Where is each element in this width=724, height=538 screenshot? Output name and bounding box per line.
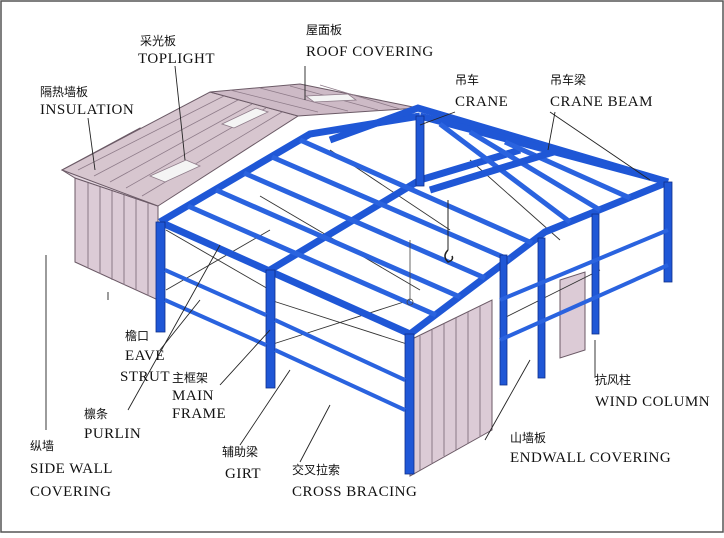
label-toplight-zh: 采光板 (140, 34, 176, 48)
label-girt-en: GIRT (225, 466, 261, 482)
skylight-panel (220, 107, 270, 129)
endwall-panel-rear (559, 271, 586, 359)
label-main-frame-zh: 主框架 (172, 371, 208, 385)
skylight-panel (148, 159, 201, 183)
label-main-frame-en2: FRAME (172, 406, 226, 422)
label-side-wall-zh: 纵墙 (30, 439, 54, 453)
label-cross-bracing-zh: 交叉拉索 (292, 462, 340, 477)
label-main-frame-en1: MAIN (172, 388, 214, 404)
label-roof-zh: 屋面板 (306, 23, 342, 37)
label-wind-column-zh: 抗风柱 (595, 372, 631, 387)
label-crane-beam-en: CRANE BEAM (550, 94, 653, 110)
eave-struts (158, 112, 669, 338)
side-wall-ribs (87, 183, 149, 296)
label-crane-en: CRANE (455, 94, 508, 110)
crane-hook (406, 200, 454, 306)
endwall-ribs (419, 306, 481, 470)
label-purlin-en: PURLIN (84, 426, 141, 442)
label-cross-bracing-en: CROSS BRACING (292, 484, 417, 500)
leader-lines (45, 65, 651, 463)
label-eave-en1: EAVE (125, 348, 165, 364)
purlins (186, 122, 632, 318)
label-roof-en: ROOF COVERING (306, 44, 434, 60)
label-crane-zh: 吊车 (455, 72, 479, 87)
label-insulation-en: INSULATION (40, 102, 134, 118)
label-endwall-zh: 山墙板 (510, 431, 546, 445)
label-side-wall-en2: COVERING (30, 484, 112, 500)
label-purlin-zh: 檩条 (84, 406, 108, 421)
label-side-wall-en1: SIDE WALL (30, 461, 113, 477)
label-eave-en2: STRUT (120, 369, 170, 385)
label-insulation-zh: 隔热墙板 (40, 85, 88, 99)
label-eave-zh: 檐口 (125, 329, 149, 343)
label-wind-column-en: WIND COLUMN (595, 394, 710, 410)
label-girt-zh: 辅助梁 (222, 444, 258, 459)
girts (164, 228, 669, 412)
label-endwall-en: ENDWALL COVERING (510, 450, 671, 466)
wind-columns (499, 213, 600, 386)
crane-beam (428, 146, 562, 194)
label-crane-beam-zh: 吊车梁 (550, 72, 586, 87)
label-toplight-en: TOPLIGHT (138, 51, 215, 67)
skylight-panel (304, 93, 358, 103)
